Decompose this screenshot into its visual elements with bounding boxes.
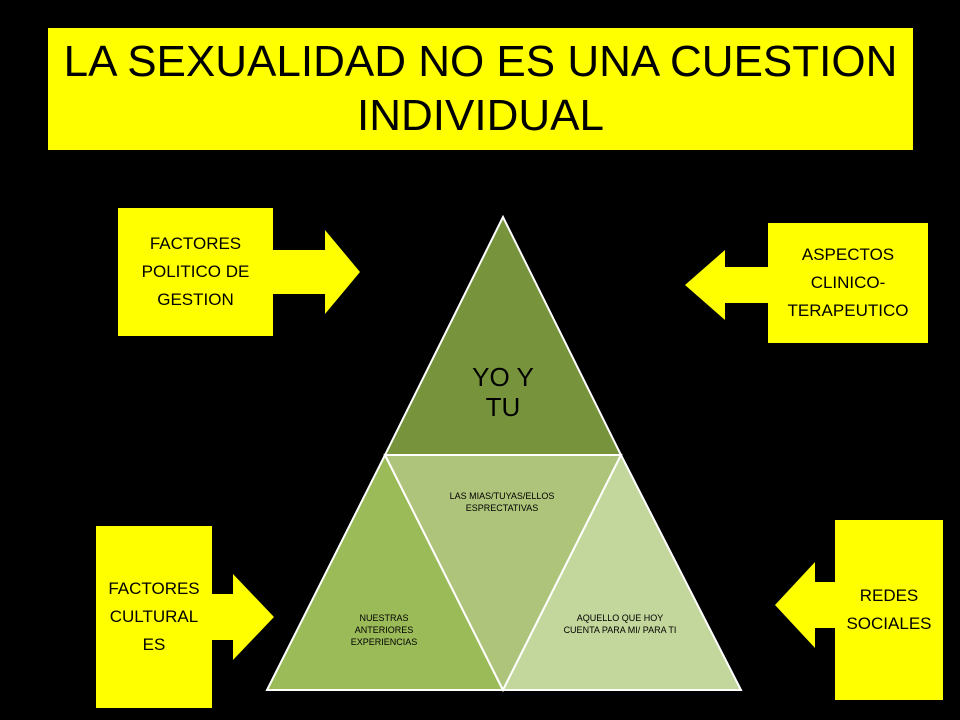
- arrow-right-icon: [270, 230, 360, 314]
- pyramid-left-label: NUESTRAS ANTERIORES EXPERIENCIAS: [350, 613, 418, 647]
- title-line-1: LA SEXUALIDAD NO ES UNA CUESTION: [63, 37, 898, 86]
- callout-political-factors-label: FACTORES POLITICO DE GESTION: [141, 234, 250, 309]
- callout-cultural-factors-label: FACTORES CULTURAL ES: [108, 579, 200, 654]
- callout-political-factors: FACTORES POLITICO DE GESTION: [118, 208, 273, 336]
- callout-clinical-aspects-label: ASPECTOS CLINICO-TERAPEUTICO: [787, 245, 909, 320]
- arrow-left-icon: [685, 250, 770, 320]
- pyramid-center-label: LAS MIAS/TUYAS/ELLOS ESPRECTATIVAS: [449, 491, 555, 513]
- callout-clinical-aspects: ASPECTOS CLINICO-TERAPEUTICO: [768, 223, 928, 343]
- title-line-2: INDIVIDUAL: [357, 91, 604, 140]
- arrow-right-icon: [208, 574, 274, 660]
- arrow-left-icon: [775, 562, 837, 648]
- pyramid-right-triangle: [501, 452, 743, 691]
- pyramid-top-label: YO Y TU: [472, 362, 534, 422]
- callout-cultural-factors: FACTORES CULTURAL ES: [96, 526, 212, 708]
- pyramid-right-label: AQUELLO QUE HOY CUENTA PARA MI/ PARA TI: [563, 613, 677, 635]
- callout-social-networks: REDES SOCIALES: [835, 520, 943, 700]
- callout-social-networks-label: REDES SOCIALES: [846, 586, 932, 633]
- slide-title: LA SEXUALIDAD NO ES UNA CUESTION INDIVID…: [48, 28, 913, 150]
